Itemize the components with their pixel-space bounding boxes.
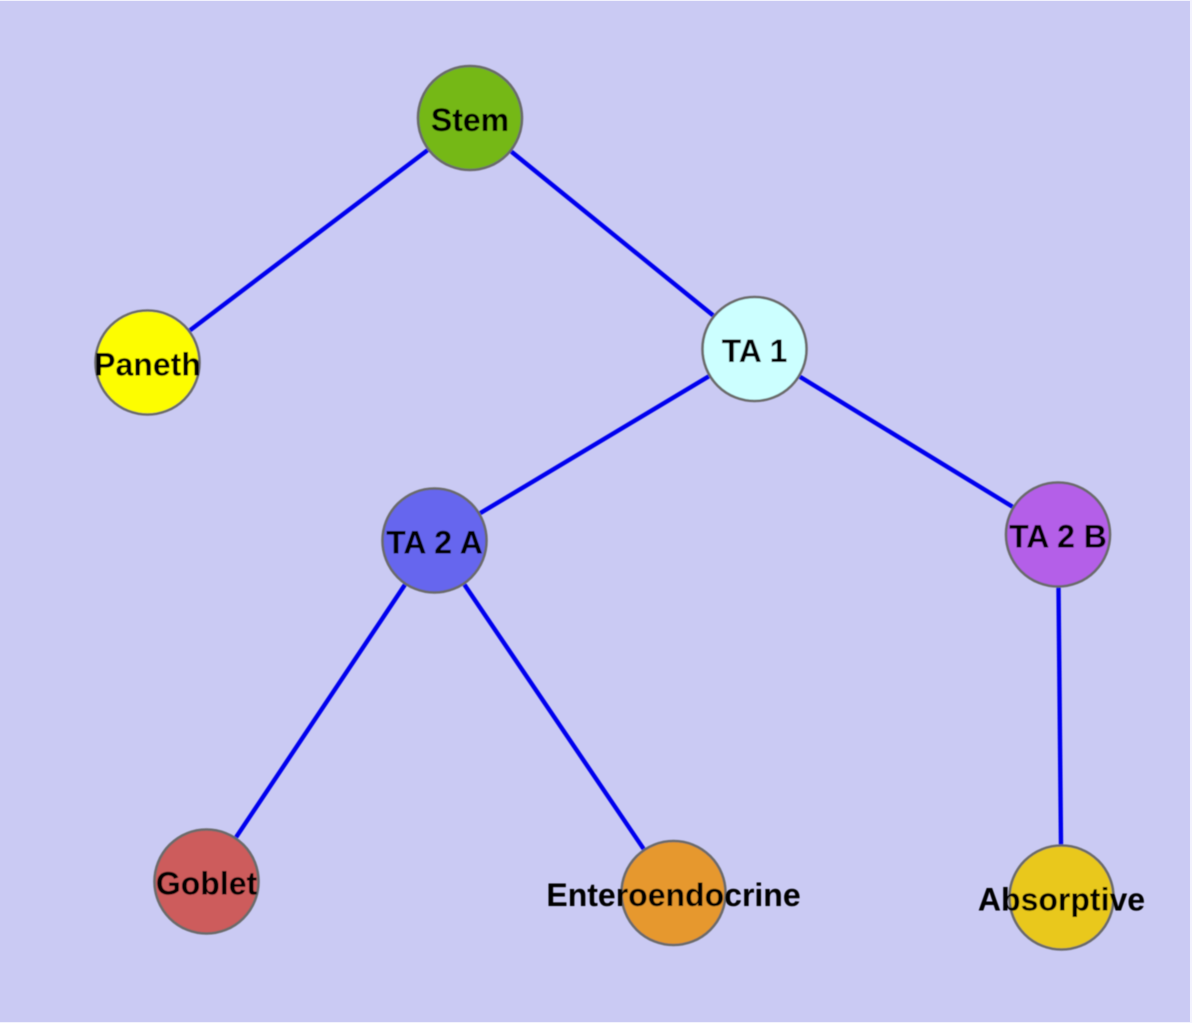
svg-text:TA 2 A: TA 2 A	[386, 525, 483, 561]
svg-text:TA 1: TA 1	[722, 333, 788, 369]
svg-text:TA 2 B: TA 2 B	[1009, 519, 1107, 555]
svg-text:Goblet: Goblet	[156, 866, 258, 902]
svg-text:Absorptive: Absorptive	[978, 882, 1145, 918]
svg-text:Enteroendocrine: Enteroendocrine	[546, 877, 800, 913]
svg-text:Paneth: Paneth	[94, 347, 201, 383]
svg-text:Stem: Stem	[431, 102, 509, 138]
